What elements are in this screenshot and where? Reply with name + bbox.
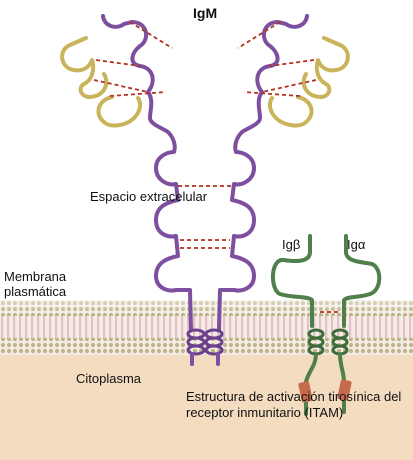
extracellular-space-label: Espacio extracelular xyxy=(90,189,208,204)
itam-beta-segment xyxy=(298,381,313,403)
ig-beta-label: Igβ xyxy=(282,237,301,252)
plasma-membrane-label: Membrana plasmática xyxy=(4,269,67,299)
ig-beta-chain xyxy=(271,234,314,328)
heavy-chain-right xyxy=(217,14,309,332)
cytoplasm-label: Citoplasma xyxy=(76,371,142,386)
heavy-chain-coils xyxy=(186,328,224,366)
heavy-chain-left xyxy=(101,14,193,332)
disulfide-bonds xyxy=(93,21,340,313)
light-chain-right xyxy=(267,36,350,128)
itam-alpha-segment xyxy=(337,379,352,401)
igm-label: IgM xyxy=(193,5,218,21)
light-chain-left xyxy=(60,36,143,128)
ig-alpha-chain xyxy=(342,234,382,328)
ig-alpha-label: Igα xyxy=(347,237,366,252)
itam-segments xyxy=(298,379,352,403)
itam-label: Estructura de activación tirosínica del … xyxy=(186,389,402,420)
